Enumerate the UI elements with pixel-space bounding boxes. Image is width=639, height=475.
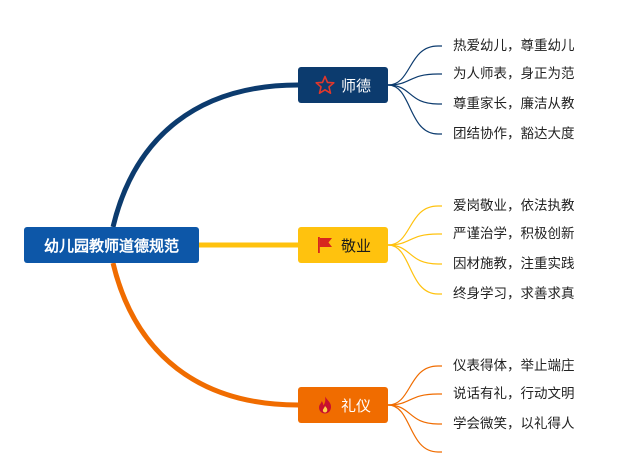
leaf-connector (387, 84, 442, 105)
leaf-dedication-2[interactable]: 严谨治学，积极创新 (453, 226, 575, 242)
connector-root-etiquette (110, 262, 299, 408)
leaf-connector (387, 404, 442, 453)
leaf-etiquette-3[interactable]: 学会微笑，以礼得人 (453, 416, 575, 432)
root-topic-label: 幼儿园教师道德规范 (43, 236, 179, 255)
leaf-dedication-4[interactable]: 终身学习，求善求真 (453, 286, 575, 302)
leaf-virtue-1[interactable]: 热爱幼儿，尊重幼儿 (453, 38, 575, 54)
star-outline-icon (315, 75, 335, 95)
leaf-connector (387, 404, 442, 425)
leaf-connector (387, 205, 442, 246)
leaf-etiquette-2[interactable]: 说话有礼，行动文明 (453, 386, 575, 402)
root-topic[interactable]: 幼儿园教师道德规范 (24, 227, 199, 263)
leaf-connector (387, 73, 442, 86)
leaf-dedication-1[interactable]: 爱岗敬业，依法执教 (453, 198, 575, 214)
branch-dedication[interactable]: 敬业 (298, 227, 388, 263)
leaf-connector (387, 244, 442, 265)
leaf-virtue-4[interactable]: 团结协作，豁达大度 (453, 126, 575, 142)
branch-etiquette-label: 礼仪 (340, 396, 371, 415)
flame-icon (315, 395, 335, 415)
connector-root-virtue (110, 82, 299, 228)
leaf-connector (387, 45, 442, 86)
leaf-connector (387, 84, 442, 135)
leaf-etiquette-1[interactable]: 仪表得体，举止端庄 (453, 358, 575, 374)
leaf-connector (387, 365, 442, 406)
branch-dedication-label: 敬业 (340, 236, 371, 255)
branch-virtue[interactable]: 师德 (298, 67, 388, 103)
branch-etiquette[interactable]: 礼仪 (298, 387, 388, 423)
branch-virtue-label: 师德 (340, 76, 371, 95)
leaf-connector (387, 244, 442, 295)
leaf-connector (387, 393, 442, 406)
leaf-dedication-3[interactable]: 因材施教，注重实践 (453, 256, 575, 272)
leaf-virtue-2[interactable]: 为人师表，身正为范 (453, 66, 575, 82)
flag-icon (315, 235, 335, 255)
leaf-virtue-3[interactable]: 尊重家长，廉洁从教 (453, 96, 575, 112)
leaf-connector (387, 233, 442, 246)
